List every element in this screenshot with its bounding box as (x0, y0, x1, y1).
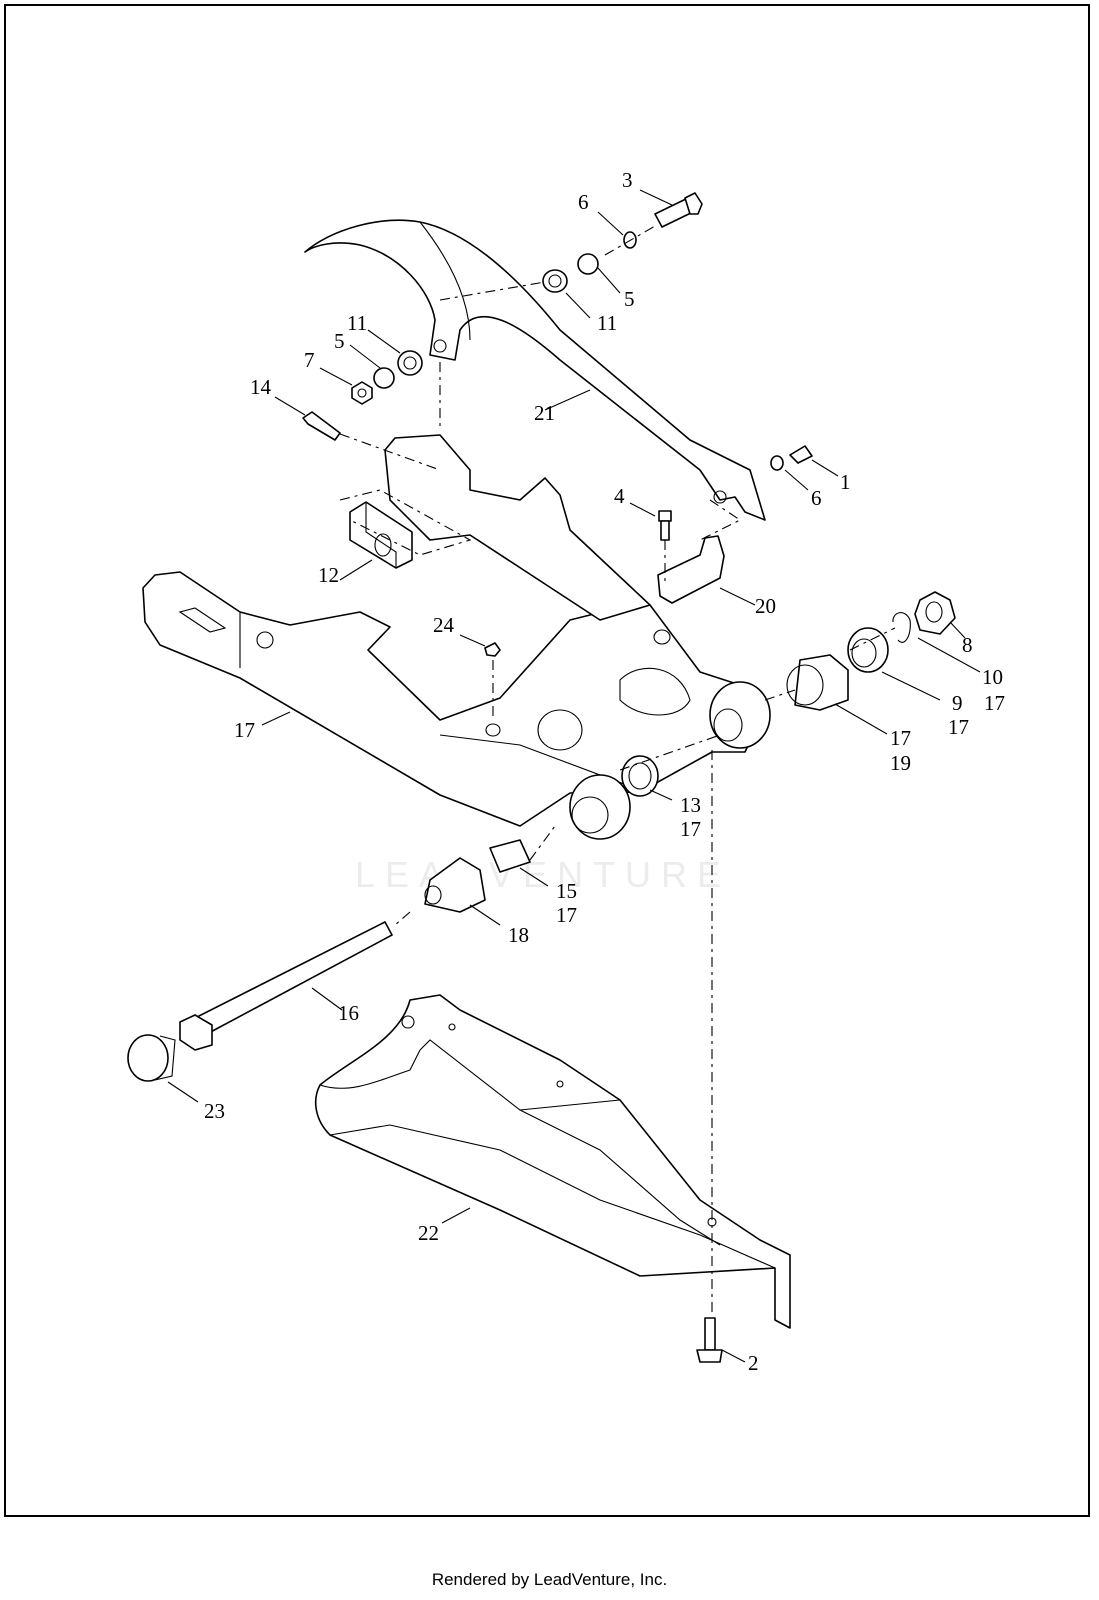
part-15-bushing[interactable] (489, 839, 531, 873)
part-21-belt-guard[interactable] (304, 219, 766, 521)
callout-17-swingarm: 17 (234, 718, 255, 742)
callout-21: 21 (534, 401, 555, 425)
watermark: LEADVENTURE (355, 854, 731, 895)
part-10-retaining-ring[interactable] (892, 612, 911, 643)
part-19-bushing[interactable] (786, 654, 849, 711)
callout-6-lower: 6 (811, 486, 822, 510)
part-5-spacer-lower[interactable] (373, 367, 395, 389)
part-7-nut[interactable] (351, 381, 373, 405)
callout-5-upper: 5 (624, 287, 635, 311)
part-1-screw[interactable] (789, 445, 813, 464)
part-23-cap[interactable] (127, 1034, 176, 1082)
callout-2: 2 (748, 1351, 759, 1375)
callout-18: 18 (508, 923, 529, 947)
part-18-pivot-spacer[interactable] (424, 857, 486, 913)
callout-17-ring: 17 (984, 691, 1005, 715)
part-9-bearing[interactable] (847, 627, 889, 673)
callout-20: 20 (755, 594, 776, 618)
callout-16: 16 (338, 1001, 359, 1025)
callout-9: 9 (952, 691, 963, 715)
part-4-bolt[interactable] (658, 510, 672, 541)
callout-24: 24 (433, 613, 455, 637)
callout-12: 12 (318, 563, 339, 587)
callout-17-bearing: 17 (948, 715, 969, 739)
callout-3: 3 (622, 168, 633, 192)
callout-14: 14 (250, 375, 272, 399)
callout-11-upper: 11 (597, 311, 617, 335)
callout-labels: 3 6 5 11 11 5 7 14 21 1 6 4 20 12 24 8 1… (204, 168, 1005, 1375)
part-12-block[interactable] (349, 501, 413, 569)
callout-23: 23 (204, 1099, 225, 1123)
callout-1: 1 (840, 470, 851, 494)
callout-7: 7 (304, 348, 315, 372)
diagram-border (4, 4, 1090, 1517)
part-17-swingarm[interactable] (142, 434, 771, 840)
part-11-grommet-lower[interactable] (397, 350, 423, 376)
part-11-grommet-upper[interactable] (542, 269, 568, 293)
callout-8: 8 (962, 633, 973, 657)
part-2-screw[interactable] (696, 1317, 723, 1363)
callout-15: 15 (556, 879, 577, 903)
part-5-spacer-upper[interactable] (577, 253, 599, 275)
part-22-lower-guard[interactable] (314, 994, 791, 1329)
callout-19: 19 (890, 751, 911, 775)
callout-22: 22 (418, 1221, 439, 1245)
callout-11-lower: 11 (347, 311, 367, 335)
part-20-bracket[interactable] (657, 535, 725, 604)
callout-13: 13 (680, 793, 701, 817)
callout-17-pivot-bushing: 17 (556, 903, 577, 927)
footer-credit: Rendered by LeadVenture, Inc. (431, 1570, 668, 1589)
callout-10: 10 (982, 665, 1003, 689)
part-14-screw[interactable] (302, 411, 341, 441)
callout-5-lower: 5 (334, 329, 345, 353)
callout-17-bushing: 17 (890, 726, 911, 750)
part-16-pivot-shaft[interactable] (179, 921, 393, 1051)
part-24-fitting[interactable] (484, 642, 501, 657)
callout-6-upper: 6 (578, 190, 589, 214)
callout-leaders (167, 189, 981, 1363)
part-8-nut[interactable] (914, 591, 956, 635)
callout-4: 4 (614, 484, 625, 508)
part-13-seal[interactable] (621, 755, 659, 797)
assembly-lines (339, 225, 896, 1315)
part-6-washer-lower[interactable] (770, 455, 784, 471)
part-3-bolt[interactable] (654, 192, 703, 228)
callout-17-seal: 17 (680, 817, 701, 841)
